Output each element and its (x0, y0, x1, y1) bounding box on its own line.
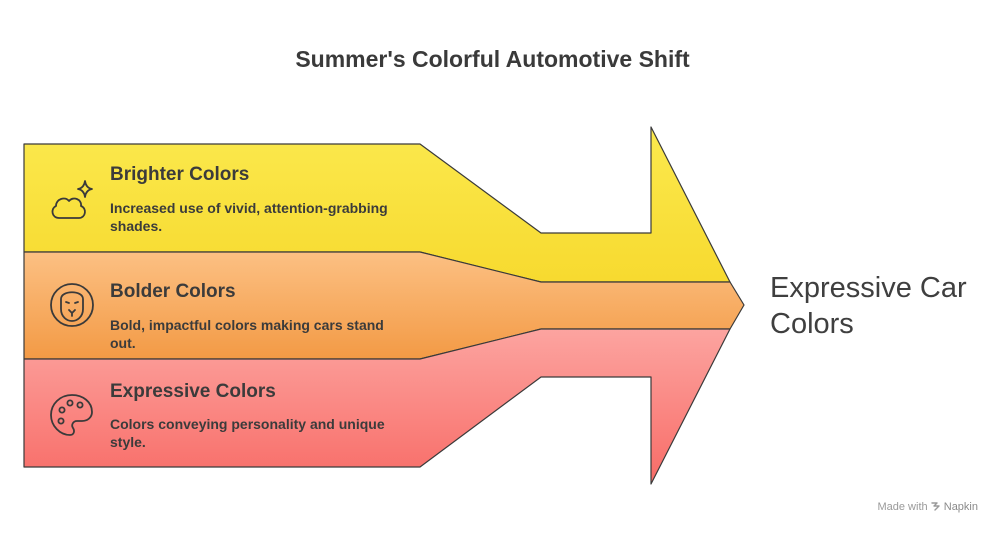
band-brighter-description: Increased use of vivid, attention-grabbi… (110, 200, 388, 234)
band-bolder-description: Bold, impactful colors making cars stand… (110, 317, 384, 351)
made-with-credit: Made with Napkin (877, 501, 978, 513)
lion-icon (48, 280, 96, 328)
band-expressive-heading: Expressive Colors (110, 381, 276, 402)
band-expressive-shape (23, 328, 731, 485)
weather-sparkle-icon (48, 174, 96, 222)
band-expressive-description: Colors conveying personality and unique … (110, 416, 385, 450)
credit-prefix: Made with (877, 501, 928, 513)
band-brighter-heading: Brighter Colors (110, 164, 250, 185)
diagram-title: Summer's Colorful Automotive Shift (295, 46, 690, 72)
palette-icon (48, 392, 96, 440)
credit-brand: Napkin (943, 501, 978, 513)
napkin-logo-icon (930, 501, 944, 513)
outcome-label: Expressive Car Colors (770, 272, 967, 340)
band-bolder-heading: Bolder Colors (110, 281, 236, 302)
